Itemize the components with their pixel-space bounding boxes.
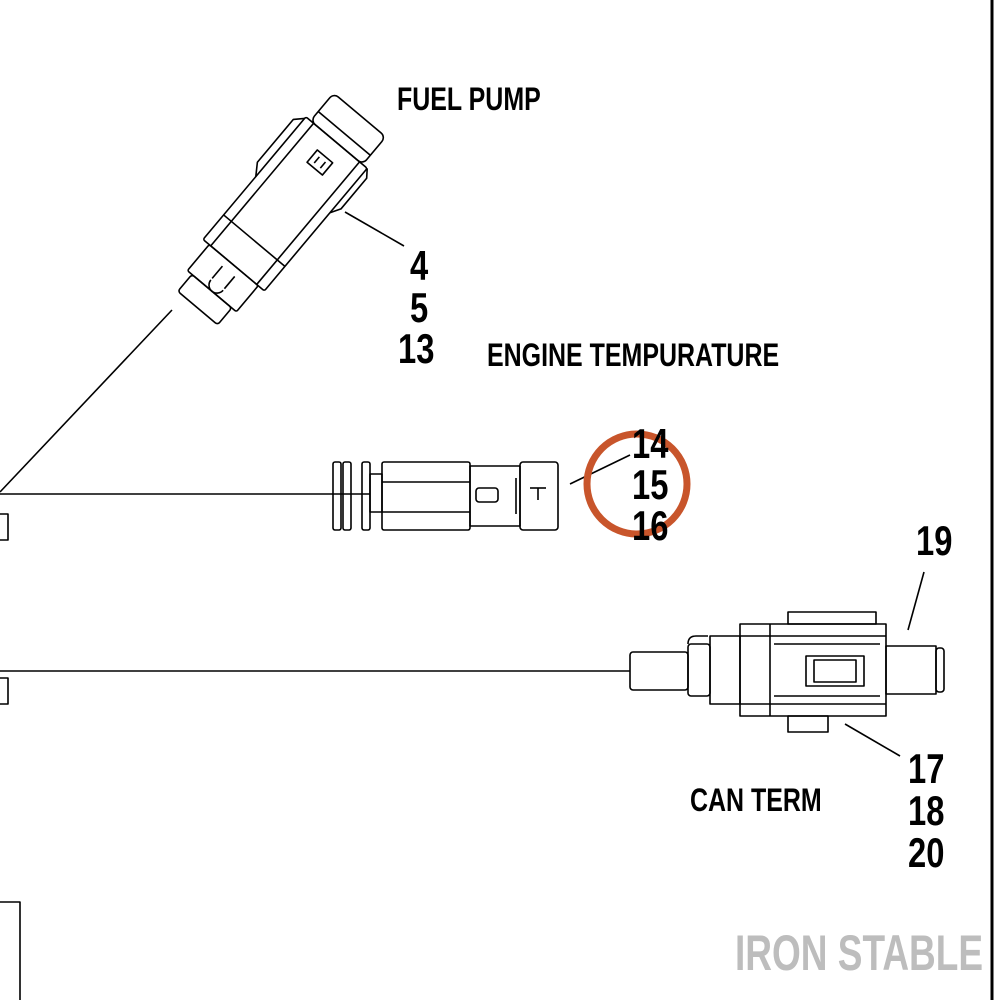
fuel-pump-label: FUEL PUMP: [397, 81, 541, 117]
can-term-connector: [629, 611, 945, 733]
fuel-pump-connector: [178, 94, 385, 325]
watermark: IRON STABLE: [735, 925, 984, 981]
callout-number: 19: [916, 517, 953, 564]
leader-lines: [344, 211, 925, 757]
callout-number: 20: [908, 829, 945, 876]
callout-number: 17: [908, 745, 945, 792]
callout-number: 18: [908, 787, 945, 834]
highlight-circle: [583, 430, 691, 538]
callout-number: 13: [398, 325, 435, 372]
left-edge-connectors: [0, 513, 21, 1005]
callout-number: 14: [632, 420, 669, 467]
can-term-label: CAN TERM: [690, 782, 822, 818]
callout-number: 16: [632, 502, 669, 549]
engine-temperature-label: ENGINE TEMPURATURE: [487, 337, 780, 373]
callout-number: 5: [410, 284, 429, 331]
callout-number: 15: [632, 461, 669, 508]
callout-number: 4: [410, 242, 429, 289]
wires: [0, 309, 630, 672]
engine-temperature-connector: [332, 461, 559, 531]
